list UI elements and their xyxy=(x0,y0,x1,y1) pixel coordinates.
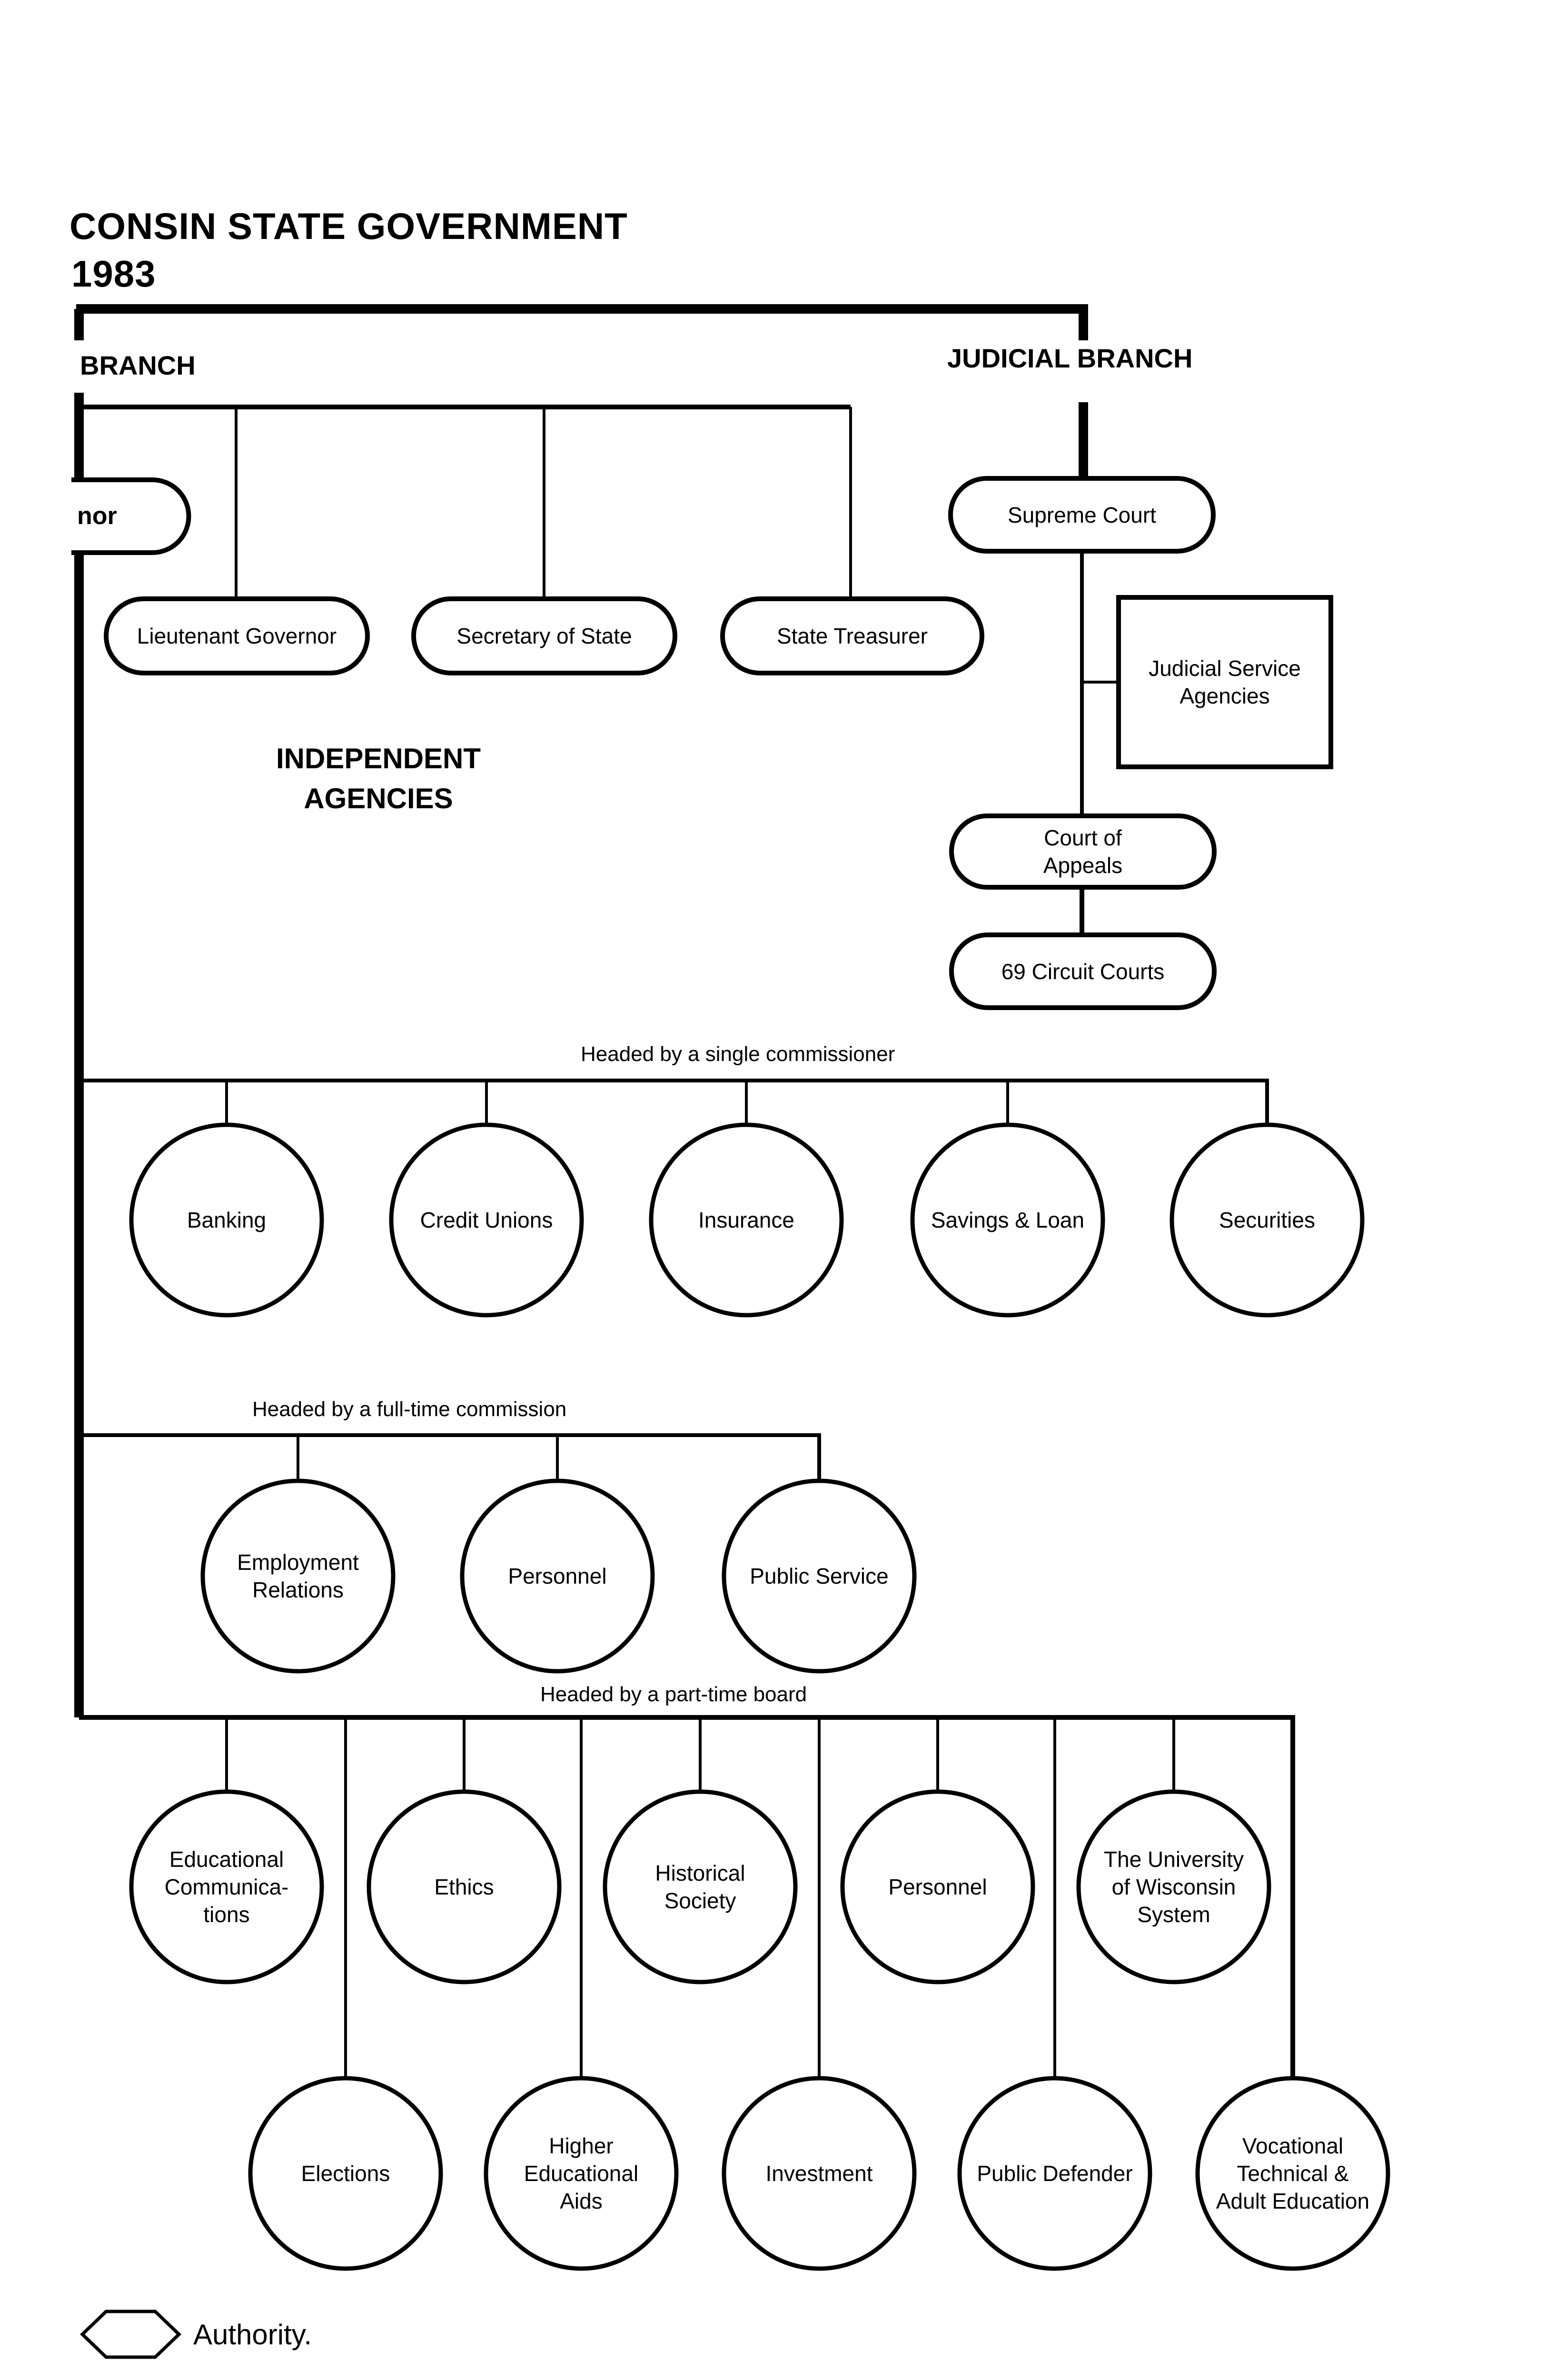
agency-label: Public Service xyxy=(750,1564,889,1588)
secretary-of-state-pill xyxy=(411,596,677,675)
single-commissioner-bar xyxy=(79,1079,1269,1125)
part-time-board-caption: Headed by a part-time board xyxy=(540,1683,807,1706)
agency-label: Securities xyxy=(1219,1208,1315,1232)
agency-circle xyxy=(910,1122,1105,1318)
full-time-commission-caption: Headed by a full-time commission xyxy=(252,1398,567,1421)
agency-circle xyxy=(460,1478,655,1674)
agency-circle xyxy=(248,2076,443,2271)
agency-label: Insurance xyxy=(698,1208,794,1232)
agency-label: Personnel xyxy=(888,1874,987,1899)
court-of-appeals-label: Court of Appeals xyxy=(1043,825,1123,878)
agency-label: Personnel xyxy=(508,1564,607,1588)
chart-title: CONSIN STATE GOVERNMENT xyxy=(69,205,628,247)
state-treasurer-pill xyxy=(720,596,984,675)
circuit-courts-pill xyxy=(949,932,1217,1010)
judicial-branch-heading: JUDICIAL BRANCH xyxy=(947,343,1193,373)
agency-label: Historical Society xyxy=(655,1861,745,1913)
agency-circle xyxy=(1076,1789,1271,1984)
supreme-court-label: Supreme Court xyxy=(1008,502,1156,527)
agency-circle xyxy=(367,1789,562,1984)
agency-circle xyxy=(200,1478,396,1674)
agency-circle xyxy=(957,2076,1152,2271)
lieutenant-governor-pill xyxy=(104,596,370,675)
agency-label: Public Defender xyxy=(977,2161,1133,2186)
agency-circle xyxy=(129,1122,324,1318)
supreme-court-pill xyxy=(948,476,1216,554)
judicial-service-agencies-box xyxy=(1116,595,1333,769)
lieutenant-governor-label: Lieutenant Governor xyxy=(137,624,337,648)
agency-label: Credit Unions xyxy=(420,1208,553,1232)
state-treasurer-label: State Treasurer xyxy=(776,624,928,648)
legend-label: Authority. xyxy=(193,2319,312,2350)
agency-circle xyxy=(1169,1122,1365,1318)
agency-circle xyxy=(1195,2076,1390,2271)
agency-label: Educational Communica-tions xyxy=(164,1847,289,1927)
executive-branch-heading: BRANCH xyxy=(80,350,196,380)
court-of-appeals-pill xyxy=(949,813,1217,890)
agency-label: Ethics xyxy=(434,1874,494,1899)
secretary-of-state-label: Secretary of State xyxy=(456,624,632,648)
agency-label: Vocational Technical & Adult Education xyxy=(1216,2133,1370,2213)
top-frame-line xyxy=(76,304,1088,340)
agency-circle xyxy=(649,1122,844,1318)
agency-label: Savings & Loan xyxy=(931,1208,1085,1232)
agency-circle xyxy=(722,2076,917,2271)
agency-circle xyxy=(722,1478,917,1674)
full-time-bar xyxy=(79,1433,821,1481)
single-commissioner-caption: Headed by a single commissioner xyxy=(581,1042,895,1066)
governor-pill xyxy=(71,477,191,555)
agency-circle xyxy=(840,1789,1035,1984)
agency-label: Investment xyxy=(765,2161,873,2186)
agency-label: Employment Relations xyxy=(237,1550,359,1602)
agency-circle xyxy=(484,2076,679,2271)
judicial-service-agencies-label: Judicial Service Agencies xyxy=(1149,656,1301,708)
agency-label: Elections xyxy=(301,2161,390,2186)
agency-circle xyxy=(389,1122,584,1318)
agency-label: Higher Educational Aids xyxy=(524,2133,639,2213)
chart-year: 1983 xyxy=(71,253,156,295)
agency-circle xyxy=(603,1789,798,1984)
independent-agencies-heading: INDEPENDENT AGENCIES xyxy=(276,743,481,814)
legend-hexagon-icon xyxy=(79,2310,182,2359)
agency-label: The University of Wisconsin System xyxy=(1104,1847,1244,1927)
agency-label: Banking xyxy=(187,1208,267,1232)
governor-label: nor xyxy=(77,502,117,530)
agency-circle xyxy=(129,1789,324,1984)
circuit-courts-label: 69 Circuit Courts xyxy=(1001,959,1165,984)
